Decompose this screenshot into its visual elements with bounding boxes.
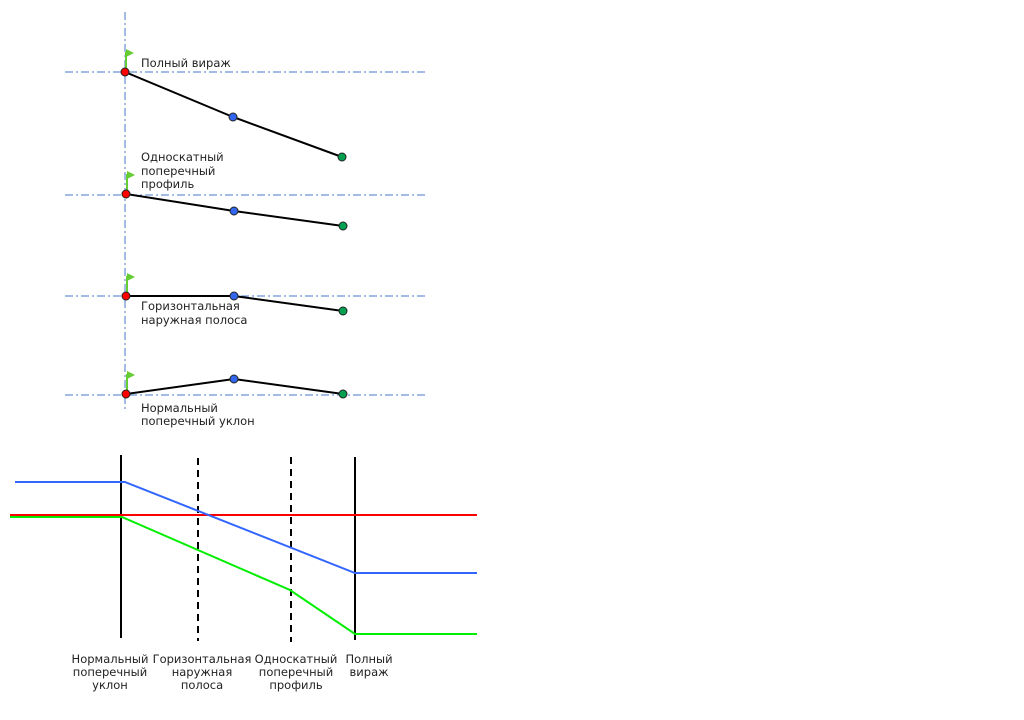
- left-edge-elevation-line: [10, 516, 477, 635]
- profile-normal-crown: Нормальный поперечный уклон: [121, 371, 348, 428]
- pivot-point: [121, 189, 131, 199]
- flag-icon: [126, 49, 134, 57]
- profile-full-superelevation: Полный вираж: [120, 49, 347, 162]
- station-label: Нормальный: [72, 652, 149, 666]
- station-label: вираж: [350, 665, 389, 679]
- profile-reverse-crown: Односкатный поперечный профиль: [121, 150, 348, 231]
- profile-label: наружная полоса: [141, 313, 247, 327]
- profile-label: Нормальный: [141, 401, 218, 415]
- station-label: уклон: [92, 678, 128, 692]
- flag-icon: [127, 273, 135, 281]
- profile-level-outside-lane: Горизонтальная наружная полоса: [121, 273, 348, 327]
- profile-label: Горизонтальная: [141, 299, 240, 313]
- station-label: профиль: [269, 678, 323, 692]
- profile-label: Полный вираж: [141, 56, 231, 70]
- profile-label: поперечный: [141, 164, 215, 178]
- edge-point: [338, 306, 348, 316]
- station-label: Горизонтальная: [153, 652, 252, 666]
- station-label: Односкатный: [255, 652, 338, 666]
- middle-point: [229, 291, 239, 301]
- middle-point: [229, 206, 239, 216]
- station-label: полоса: [181, 678, 223, 692]
- middle-point: [228, 112, 238, 122]
- flag-icon: [127, 371, 135, 379]
- profile-label: поперечный уклон: [141, 414, 255, 428]
- station-label: поперечный: [73, 665, 147, 679]
- station-label: Полный: [345, 652, 392, 666]
- edge-point: [338, 389, 348, 399]
- station-label: наружная: [172, 665, 233, 679]
- pivot-point: [120, 67, 130, 77]
- transition-diagram: Нормальный поперечный уклон Горизонтальн…: [10, 455, 477, 692]
- middle-point: [229, 374, 239, 384]
- right-edge-elevation-line: [15, 481, 477, 574]
- profile-label: Односкатный: [141, 150, 224, 164]
- station-label: поперечный: [259, 665, 333, 679]
- edge-point: [337, 152, 347, 162]
- pivot-point: [121, 291, 131, 301]
- edge-point: [338, 221, 348, 231]
- profile-label: профиль: [141, 177, 195, 191]
- flag-icon: [127, 171, 135, 179]
- pivot-point: [121, 389, 131, 399]
